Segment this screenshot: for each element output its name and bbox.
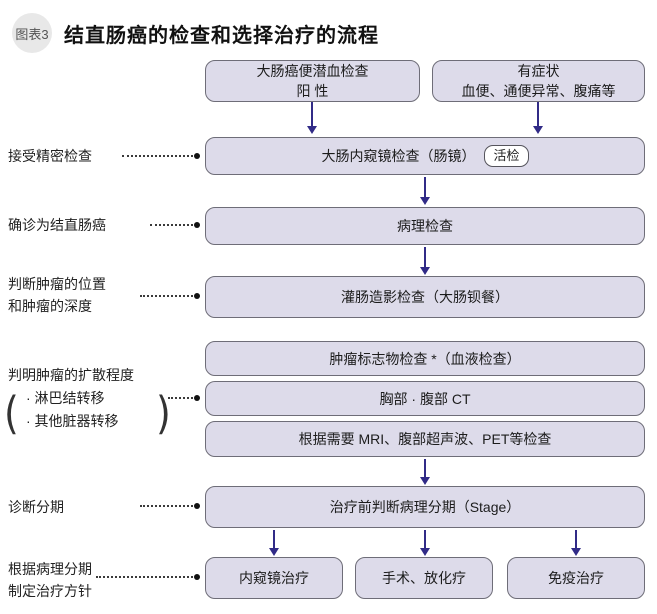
box-endoscopy-label: 大肠内窥镜检查（肠镜） <box>321 148 476 164</box>
side-label-spread-item1: · 淋巴结转移 <box>26 390 105 406</box>
box-ct-label: 胸部 · 腹部 CT <box>379 390 471 407</box>
figure-number-badge: 图表3 <box>12 13 52 53</box>
box-treatment-surgery: 手术、放化疗 <box>355 557 493 599</box>
box-tumor-marker: 肿瘤标志物检查 *（血液检查） <box>205 341 645 376</box>
box-treatment-endoscopic-label: 内窥镜治疗 <box>239 570 309 586</box>
box-mri-pet-label: 根据需要 MRI、腹部超声波、PET等检查 <box>298 431 552 447</box>
side-label-tumor-position-line2: 和肿瘤的深度 <box>8 298 92 314</box>
box-mri-pet: 根据需要 MRI、腹部超声波、PET等检查 <box>205 421 645 457</box>
biopsy-badge: 活检 <box>484 145 529 167</box>
open-paren: ( <box>4 387 19 440</box>
arrow-down-icon <box>420 247 430 275</box>
box-endoscopy: 大肠内窥镜检查（肠镜） 活检 <box>205 137 645 175</box>
dotted-connector <box>122 153 200 159</box>
box-symptoms-line1: 有症状 <box>517 63 560 79</box>
dotted-connector <box>168 395 200 401</box>
dotted-connector <box>96 574 200 580</box>
box-symptoms: 有症状 血便、通便异常、腹痛等 <box>432 60 645 102</box>
box-symptoms-line2: 血便、通便异常、腹痛等 <box>461 83 616 99</box>
arrow-down-icon <box>533 102 543 134</box>
side-label-staging: 诊断分期 <box>8 499 64 515</box>
box-enema-imaging: 灌肠造影检查（大肠钡餐） <box>205 276 645 318</box>
side-label-treatment-policy: 根据病理分期 制定治疗方针 <box>8 558 92 602</box>
box-treatment-surgery-label: 手术、放化疗 <box>382 570 466 586</box>
box-treatment-endoscopic: 内窥镜治疗 <box>205 557 343 599</box>
arrow-down-icon <box>420 530 430 556</box>
side-label-tumor-position: 判断肿瘤的位置 和肿瘤的深度 <box>8 273 106 317</box>
box-stage-judgement: 治疗前判断病理分期（Stage） <box>205 486 645 528</box>
box-pathology-label: 病理检查 <box>397 218 453 234</box>
side-label-confirmed: 确诊为结直肠癌 <box>8 217 106 233</box>
side-label-treatment-policy-line2: 制定治疗方针 <box>8 583 92 599</box>
box-ct: 胸部 · 腹部 CT <box>205 381 645 416</box>
box-fecal-occult-blood: 大肠癌便潜血检查 阳 性 <box>205 60 420 102</box>
dotted-connector <box>140 293 200 299</box>
arrow-down-icon <box>307 102 317 134</box>
side-label-spread-title: 判明肿瘤的扩散程度 <box>8 367 134 383</box>
side-label-tumor-position-line1: 判断肿瘤的位置 <box>8 276 106 292</box>
box-tumor-marker-label: 肿瘤标志物检查 *（血液检查） <box>329 350 521 367</box>
box-treatment-immuno: 免疫治疗 <box>507 557 645 599</box>
box-treatment-immuno-label: 免疫治疗 <box>548 570 604 586</box>
box-fecal-occult-blood-line1: 大肠癌便潜血检查 <box>256 63 369 79</box>
side-label-treatment-policy-line1: 根据病理分期 <box>8 561 92 577</box>
page-title: 结直肠癌的检查和选择治疗的流程 <box>64 25 379 47</box>
arrow-down-icon <box>420 177 430 205</box>
arrow-down-icon <box>269 530 279 556</box>
side-label-spread-items: · 淋巴结转移 · 其他脏器转移 <box>26 387 119 433</box>
arrow-down-icon <box>420 459 430 485</box>
dotted-connector <box>140 503 200 509</box>
side-label-detailed-exam: 接受精密检查 <box>8 148 92 164</box>
box-stage-judgement-label: 治疗前判断病理分期（Stage） <box>329 499 521 515</box>
box-pathology: 病理检查 <box>205 207 645 245</box>
box-enema-imaging-label: 灌肠造影检查（大肠钡餐） <box>341 289 509 305</box>
box-fecal-occult-blood-line2: 阳 性 <box>296 83 329 99</box>
close-paren: ) <box>156 387 171 440</box>
dotted-connector <box>150 222 200 228</box>
side-label-spread-item2: · 其他脏器转移 <box>26 413 119 429</box>
arrow-down-icon <box>571 530 581 556</box>
